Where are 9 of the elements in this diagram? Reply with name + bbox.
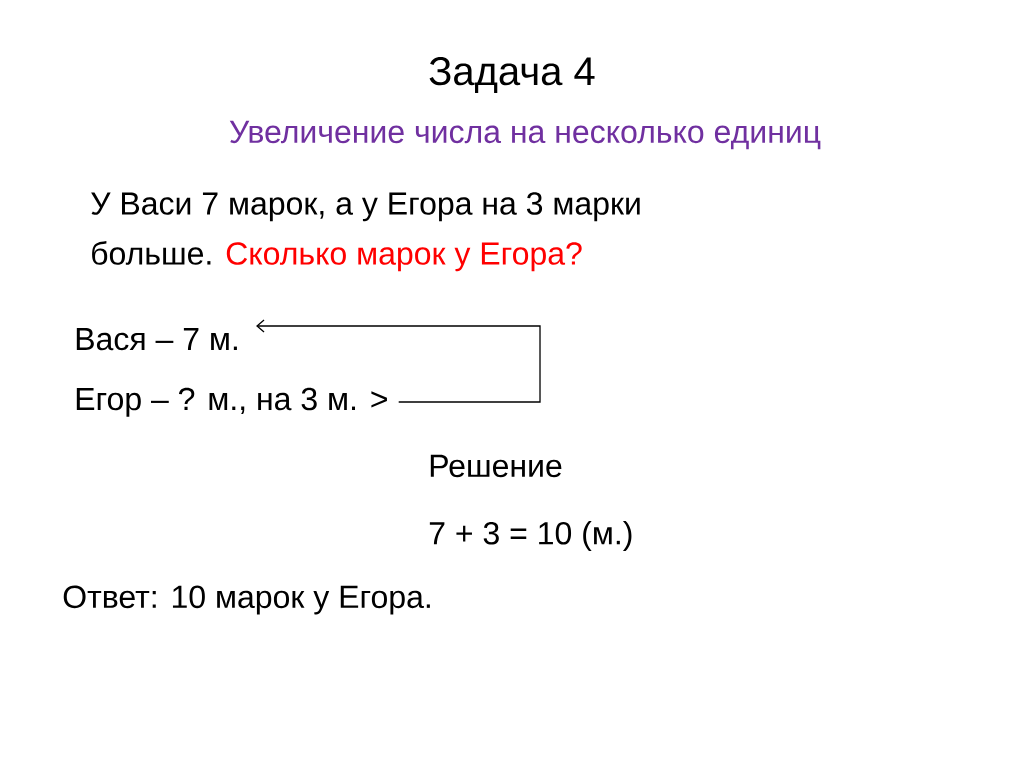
subtitle: Увеличение числа на несколько единиц bbox=[229, 120, 821, 150]
problem-text: У Васи 7 марок, а у Егора на 3 марки больше. Сколько марок у Егора? bbox=[91, 192, 640, 272]
section-heading: Решение bbox=[430, 454, 562, 478]
text-line: Егор – ? м., на 3 м. > bbox=[76, 387, 387, 417]
title: Задача 4 bbox=[429, 57, 595, 93]
bracket-arrow bbox=[256, 319, 541, 403]
equation: 7 + 3 = 10 (м.) bbox=[429, 521, 632, 551]
text-line: Вася – 7 м. bbox=[76, 328, 237, 351]
answer-text: Ответ: 10 марок у Егора. bbox=[63, 585, 430, 615]
